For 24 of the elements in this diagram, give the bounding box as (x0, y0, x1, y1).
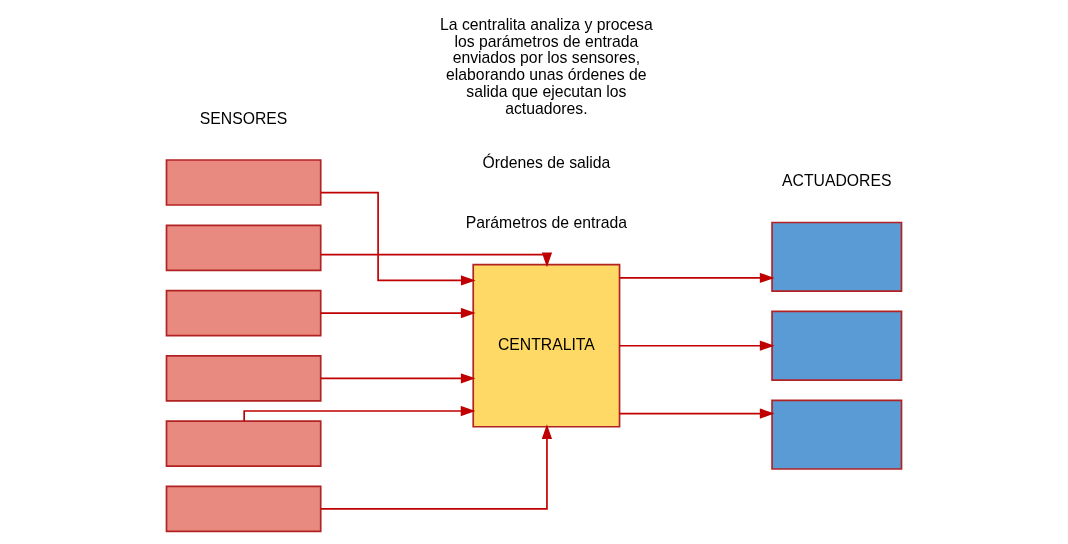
node-box (165, 224, 322, 272)
label: ACTUADORES (782, 171, 892, 189)
arrow (320, 424, 553, 510)
label: Órdenes de salida (482, 153, 611, 171)
arrow (320, 252, 553, 268)
label: Parámetros de entrada (465, 214, 627, 232)
arrow (319, 373, 476, 384)
label: La centralita analiza y procesa los parámetros de entrada enviados por los sensores, elaborando unas órdenes de salida que ejecutan los actuadores. (440, 15, 653, 118)
label: SENSORES (199, 109, 288, 127)
node-box (165, 355, 322, 402)
node-box (771, 221, 903, 292)
node-box (165, 485, 322, 533)
arrow (618, 340, 775, 351)
arrow (243, 405, 476, 422)
node-box (771, 399, 903, 470)
node-box (165, 420, 322, 467)
arrow (618, 272, 775, 284)
node-box (771, 310, 903, 381)
node-box (165, 159, 322, 206)
node-box (165, 289, 322, 337)
node-box: CENTRALITA (472, 263, 621, 428)
arrow (618, 408, 775, 419)
arrow (320, 191, 476, 286)
arrow (319, 307, 476, 319)
